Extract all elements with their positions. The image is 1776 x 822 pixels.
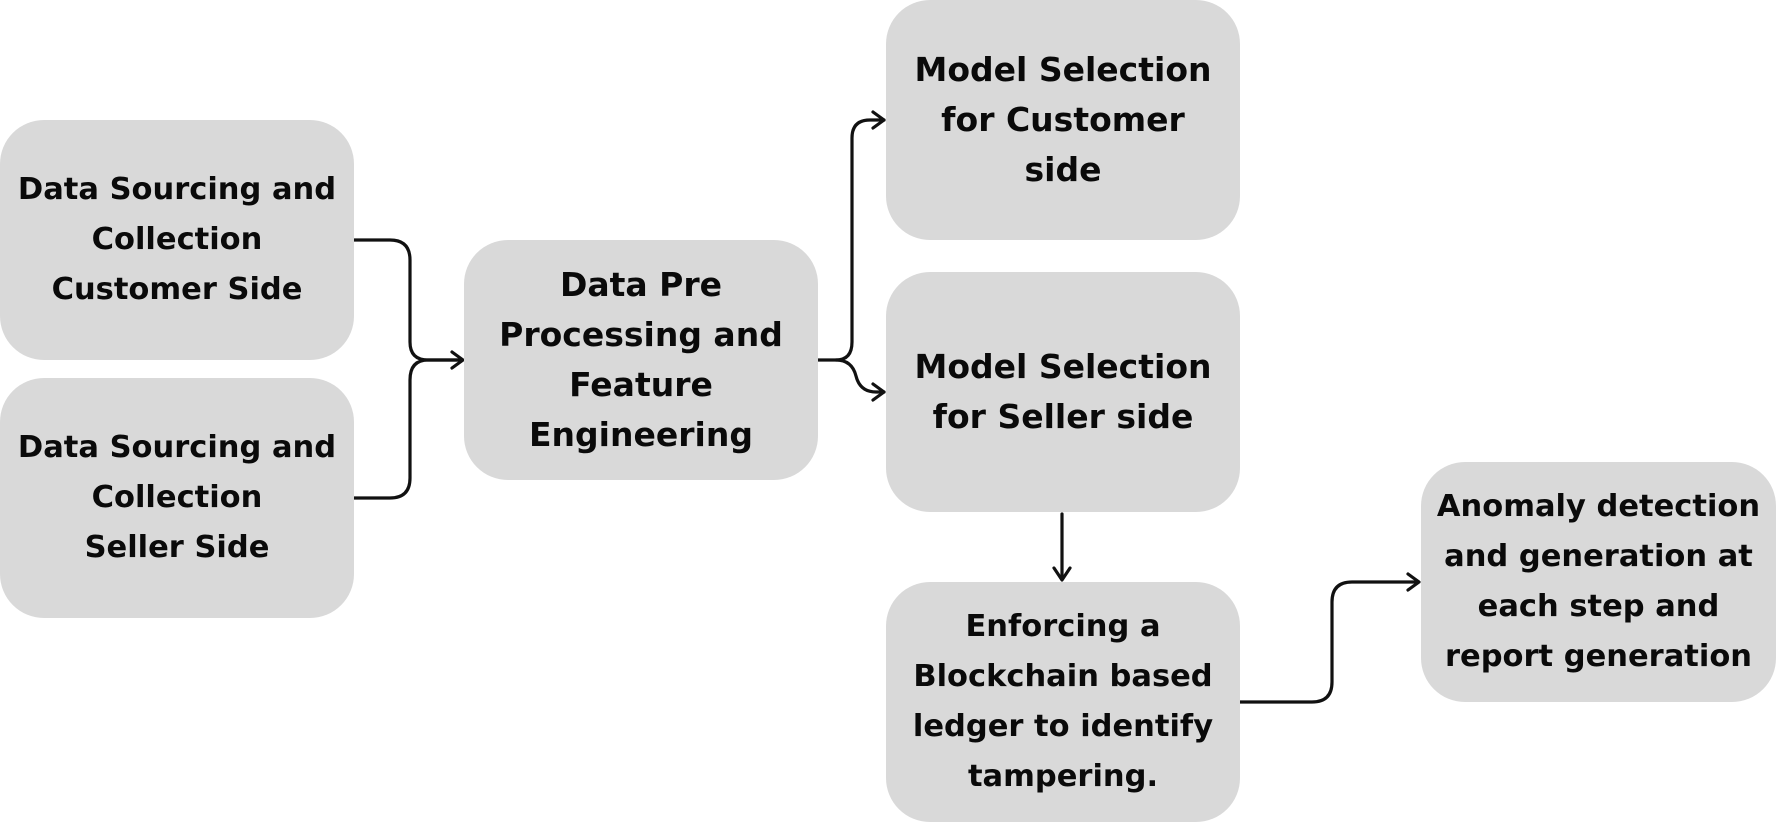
node-label: Model Selection for Seller side [914, 347, 1212, 436]
node-label: Model Selection for Customer side [914, 50, 1212, 189]
node-label: Enforcing a Blockchain based ledger to i… [912, 609, 1214, 794]
edge-preprocessing-to-model-customer [816, 118, 886, 362]
arrowhead-model-customer [871, 110, 886, 130]
node-label: Data Sourcing and Collection Customer Si… [17, 172, 337, 307]
arrowhead-blockchain [1052, 566, 1072, 582]
node-label: Anomaly detection and generation at each… [1436, 489, 1761, 674]
node-data-sourcing-customer: Data Sourcing and Collection Customer Si… [0, 120, 354, 360]
edge-customer-to-preprocessing [352, 238, 464, 362]
edge-blockchain-to-anomaly [1238, 580, 1420, 704]
node-model-selection-customer: Model Selection for Customer side [886, 0, 1240, 240]
node-data-preprocessing: Data Pre Processing and Feature Engineer… [464, 240, 818, 480]
node-label: Data Sourcing and Collection Seller Side [17, 430, 337, 565]
edge-seller-to-preprocessing [352, 358, 464, 500]
arrowhead-preprocessing-in [450, 350, 465, 370]
node-data-sourcing-seller: Data Sourcing and Collection Seller Side [0, 378, 354, 618]
node-blockchain-ledger: Enforcing a Blockchain based ledger to i… [886, 582, 1240, 822]
edge-preprocessing-to-model-seller [834, 358, 886, 394]
arrowhead-model-seller [871, 382, 886, 402]
node-model-selection-seller: Model Selection for Seller side [886, 272, 1240, 512]
node-label: Data Pre Processing and Feature Engineer… [499, 265, 783, 454]
node-anomaly-detection: Anomaly detection and generation at each… [1421, 462, 1776, 702]
arrowhead-anomaly [1406, 572, 1421, 592]
